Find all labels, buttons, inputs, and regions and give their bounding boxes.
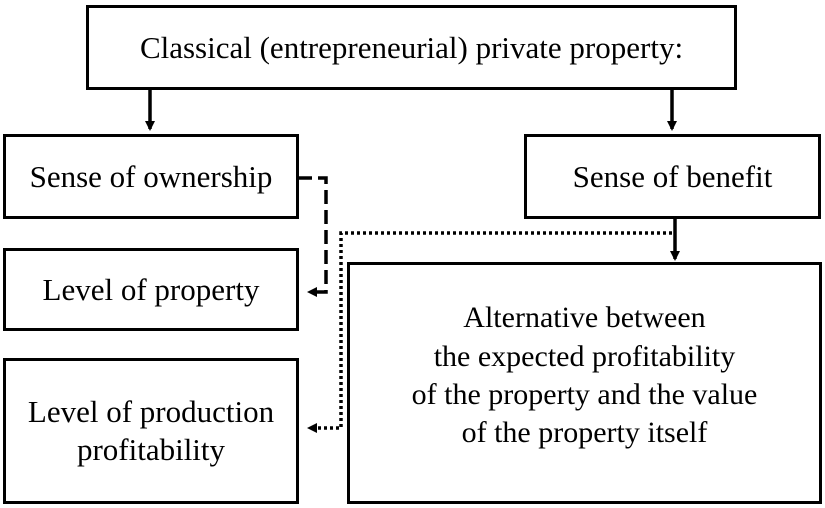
production-box-line-2: profitability [76,432,226,467]
sense-of-benefit-label: Sense of benefit [572,158,773,194]
alternative-box-line-2: the expected profitability [433,339,736,373]
level-of-property-box: Level of property [3,248,299,331]
level-of-property-label: Level of property [42,271,260,307]
dotted-arrow-benefit-to-production [307,231,672,433]
dashed-arrow-ownership-to-property [298,176,328,297]
sense-of-ownership-box: Sense of ownership [3,134,299,219]
level-of-production-profitability-box: Level of production profitability [3,358,299,504]
alternative-box-line-3: of the property and the value [411,378,758,411]
sense-of-ownership-label: Sense of ownership [29,158,273,194]
sense-of-benefit-box: Sense of benefit [524,134,821,219]
production-box-line-1: Level of production [27,394,275,430]
alternative-box-line-1: Alternative between [463,301,706,335]
alternative-box-line-4: of the property itself [461,416,708,450]
top-box-label: Classical (entrepreneurial) private prop… [139,29,684,65]
alternative-box: Alternative between the expected profita… [347,262,822,504]
top-box: Classical (entrepreneurial) private prop… [86,5,737,90]
